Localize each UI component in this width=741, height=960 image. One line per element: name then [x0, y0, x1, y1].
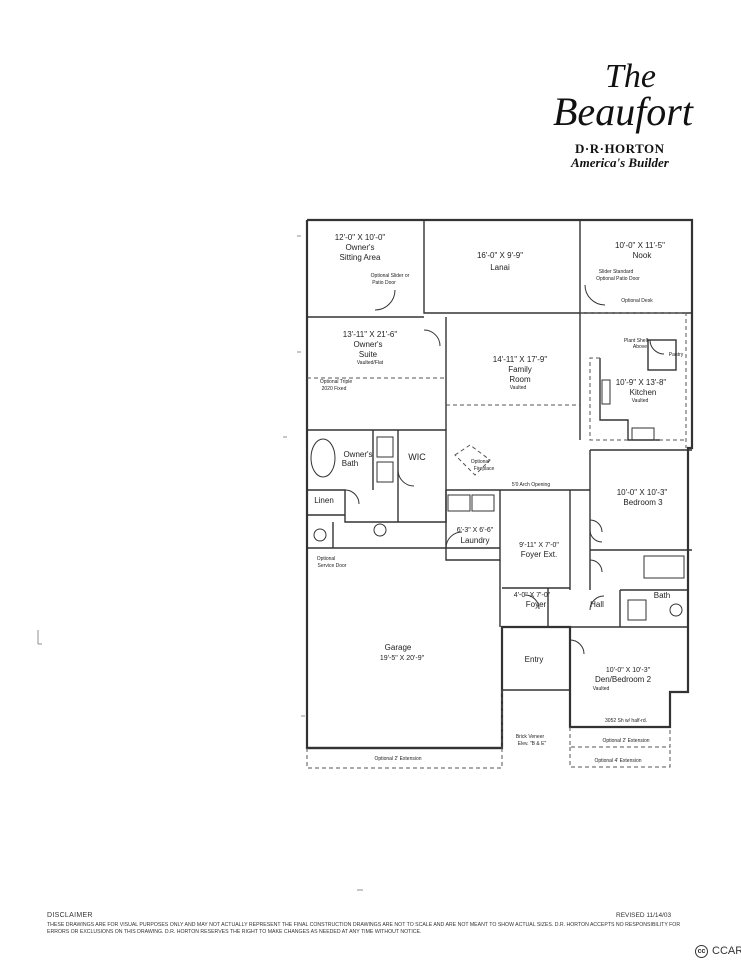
nook-slider2: Optional Patio Door: [596, 276, 640, 282]
lanai-name: Lanai: [490, 263, 510, 272]
suite-name1: Owner's: [353, 340, 382, 349]
ext2-den-note: Optional 2' Extension: [602, 738, 649, 744]
disclaimer-text: THESE DRAWINGS ARE FOR VISUAL PURPOSES O…: [47, 922, 681, 935]
garage-dim: 19'-5" X 20'-9": [380, 655, 425, 662]
plan-title-the: The: [605, 58, 656, 95]
nook-name: Nook: [633, 251, 653, 260]
garage-name: Garage: [385, 643, 412, 652]
plant-note1: Plant Shelf: [624, 338, 649, 344]
suite-name2: Suite: [359, 350, 378, 359]
foyer-ext-name: Foyer Ext.: [521, 550, 557, 559]
foyer-dim: 4'-0" X 7'-0": [514, 592, 551, 599]
entry-label: Entry: [525, 655, 544, 664]
sitting-dim: 12'-0" X 10'-0": [335, 233, 386, 242]
kitchen-sub: Vaulted: [632, 398, 649, 404]
plant-note2: Above: [633, 344, 647, 350]
fireplace-note1: Optional: [471, 459, 490, 465]
family-name2: Room: [509, 375, 531, 384]
triple-note2: 2020 Fixed: [322, 386, 347, 392]
ext2-garage-note: Optional 2' Extension: [374, 756, 421, 762]
owners-bath-name1: Owner's: [343, 450, 372, 459]
builder-logo: D·R·HORTON: [575, 141, 665, 156]
family-dim: 14'-11" X 17'-9": [493, 355, 548, 364]
den-sub: Vaulted: [593, 686, 610, 692]
plan-title-beaufort: Beaufort: [553, 89, 693, 134]
ccar-label: CCAR: [712, 945, 741, 957]
suite-sub: Vaulted/Flat: [357, 360, 384, 366]
suite-dim: 13'-11" X 21'-6": [343, 330, 398, 339]
disclaimer-heading: DISCLAIMER: [47, 912, 93, 919]
sitting-name2: Sitting Area: [340, 253, 381, 262]
desk-note: Optional Desk: [621, 298, 653, 304]
brick-note2: Elev. "B & E": [518, 741, 547, 747]
bed3-dim: 10'-0" X 10'-3": [617, 488, 668, 497]
laundry-name: Laundry: [461, 536, 490, 545]
wic-label: WIC: [408, 452, 426, 462]
owners-bath-name2: Bath: [342, 459, 358, 468]
laundry-dim: 6'-3" X 6'-6": [457, 527, 494, 534]
floor-plan: 12'-0" X 10'-0" Owner's Sitting Area Opt…: [37, 218, 694, 891]
ccar-logo-icon: cc: [695, 945, 708, 958]
service-note1: Optional: [317, 556, 336, 562]
bath-label: Bath: [654, 591, 670, 600]
slider-note1: Optional Slider or: [371, 273, 410, 279]
nook-dim: 10'-0" X 11'-5": [615, 241, 665, 250]
foyer-ext-dim: 9'-11" X 7'-0": [519, 542, 559, 549]
linen-label: Linen: [314, 496, 334, 505]
service-note2: Service Door: [318, 563, 347, 569]
den-dim: 10'-0" X 10'-3": [606, 667, 651, 674]
nook-slider1: Slider Standard: [599, 269, 634, 275]
slider-note2: Patio Door: [372, 280, 396, 286]
family-sub: Vaulted: [510, 385, 527, 391]
fireplace-note2: Fireplace: [474, 466, 495, 472]
ext4-den-note: Optional 4' Extension: [594, 758, 641, 764]
bed3-name: Bedroom 3: [623, 498, 663, 507]
arch-note: 5'0 Arch Opening: [512, 482, 550, 488]
sitting-name1: Owner's: [345, 243, 374, 252]
lanai-dim: 16'-0" X 9'-9": [477, 251, 523, 260]
window-note: 3052 Sh w/ half-rd.: [605, 718, 647, 724]
builder-tagline: America's Builder: [571, 155, 669, 170]
foyer-name: Foyer: [526, 600, 547, 609]
hall-label: Hall: [590, 600, 604, 609]
triple-note1: Optional Triple: [320, 379, 352, 385]
kitchen-name: Kitchen: [630, 388, 657, 397]
den-name: Den/Bedroom 2: [595, 675, 652, 684]
pantry-label: Pantry: [669, 352, 684, 358]
family-name1: Family: [508, 365, 532, 374]
revised-date: REVISED 11/14/03: [616, 912, 672, 919]
kitchen-dim: 10'-9" X 13'-8": [616, 378, 667, 387]
brick-note1: Brick Veneer: [516, 734, 545, 740]
